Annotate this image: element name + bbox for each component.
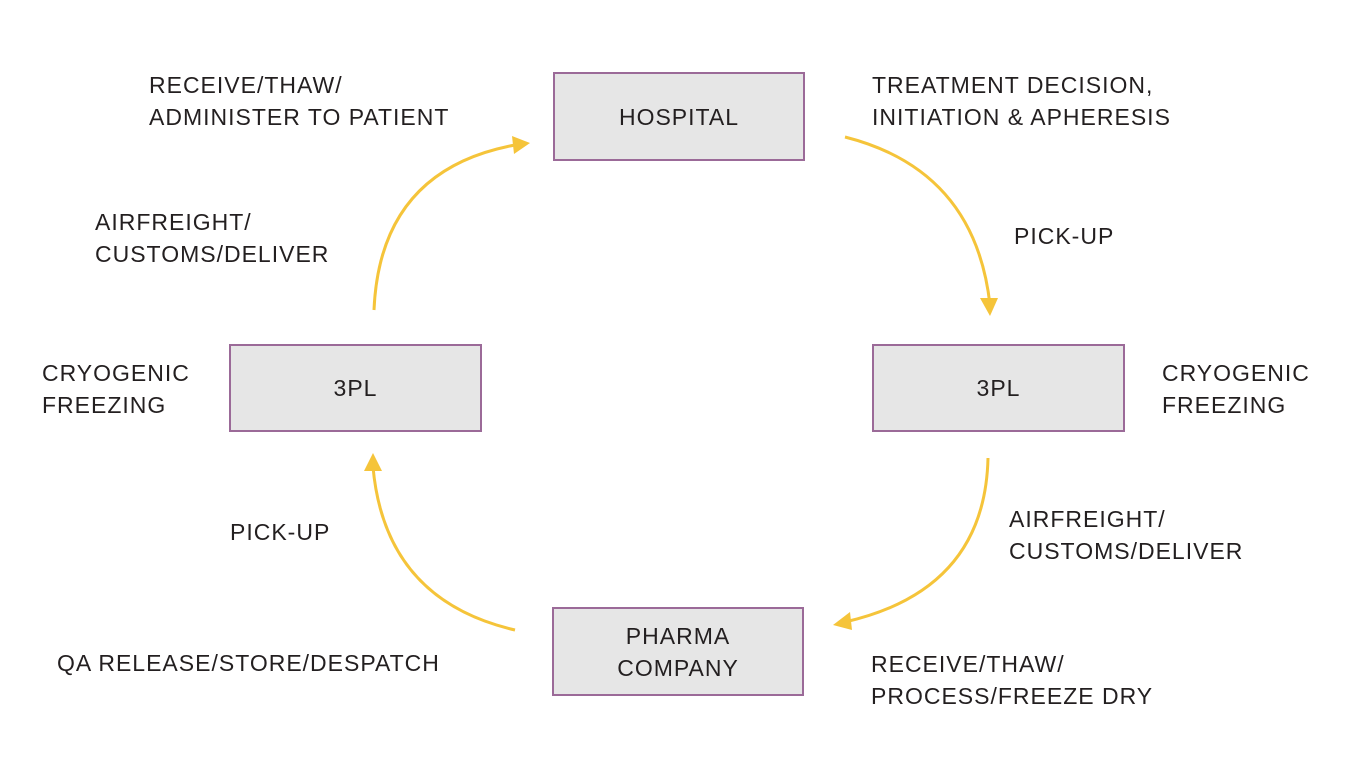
node-pharma-line-1: PHARMA [625, 622, 731, 649]
label-receive-process-line-2: PROCESS/FREEZE DRY [871, 683, 1154, 709]
arrowhead-3pl-right [980, 298, 998, 316]
label-airfreight-left-line-2: CUSTOMS/DELIVER [95, 241, 330, 267]
label-pickup-right: PICK-UP [1014, 220, 1114, 252]
label-cryogenic-left: CRYOGENIC FREEZING [42, 357, 190, 421]
label-qa-release-line: QA RELEASE/STORE/DESPATCH [57, 650, 440, 676]
label-cryo-left-line-2: FREEZING [42, 392, 167, 418]
node-3pl-right-line: 3PL [976, 375, 1021, 401]
node-3pl-left-line: 3PL [333, 375, 378, 401]
arrowhead-3pl-left [364, 453, 382, 471]
arrow-3pl-left-to-hospital [372, 143, 516, 311]
label-cryo-right-line-2: FREEZING [1162, 392, 1287, 418]
label-receive-administer: RECEIVE/THAW/ ADMINISTER TO PATIENT [149, 69, 449, 133]
arrow-3pl-right-to-pharma [844, 457, 990, 624]
node-3pl-right: 3PL [872, 344, 1125, 432]
label-pickup-left: PICK-UP [230, 516, 330, 548]
label-receive-process: RECEIVE/THAW/ PROCESS/FREEZE DRY [871, 648, 1153, 712]
node-pharma-company: PHARMA COMPANY [552, 607, 804, 696]
node-hospital-line: HOSPITAL [618, 103, 740, 130]
node-hospital: HOSPITAL [553, 72, 805, 161]
label-airfreight-right: AIRFREIGHT/ CUSTOMS/DELIVER [1009, 503, 1243, 567]
label-airfreight-left: AIRFREIGHT/ CUSTOMS/DELIVER [95, 206, 329, 270]
arrow-hospital-to-3pl-right [844, 135, 992, 306]
label-treatment-line-2: INITIATION & APHERESIS [872, 104, 1171, 130]
node-pharma-line-2: COMPANY [617, 654, 739, 681]
arrowhead-hospital [512, 136, 530, 154]
label-pickup-left-line: PICK-UP [230, 519, 331, 545]
node-3pl-left: 3PL [229, 344, 482, 432]
label-receive-administer-line-1: RECEIVE/THAW/ [149, 72, 343, 98]
label-airfreight-left-line-1: AIRFREIGHT/ [95, 209, 252, 235]
label-qa-release: QA RELEASE/STORE/DESPATCH [57, 647, 440, 679]
label-airfreight-right-line-2: CUSTOMS/DELIVER [1009, 538, 1244, 564]
label-airfreight-right-line-1: AIRFREIGHT/ [1009, 506, 1166, 532]
label-cryo-left-line-1: CRYOGENIC [42, 360, 190, 386]
label-pickup-right-line: PICK-UP [1014, 223, 1115, 249]
label-cryo-right-line-1: CRYOGENIC [1162, 360, 1310, 386]
label-treatment-line-1: TREATMENT DECISION, [872, 72, 1154, 98]
arrow-pharma-to-3pl-left [371, 466, 516, 632]
label-cryogenic-right: CRYOGENIC FREEZING [1162, 357, 1310, 421]
arrowhead-pharma [833, 612, 852, 630]
label-receive-administer-line-2: ADMINISTER TO PATIENT [149, 104, 450, 130]
label-receive-process-line-1: RECEIVE/THAW/ [871, 651, 1065, 677]
label-treatment-decision: TREATMENT DECISION, INITIATION & APHERES… [872, 69, 1171, 133]
